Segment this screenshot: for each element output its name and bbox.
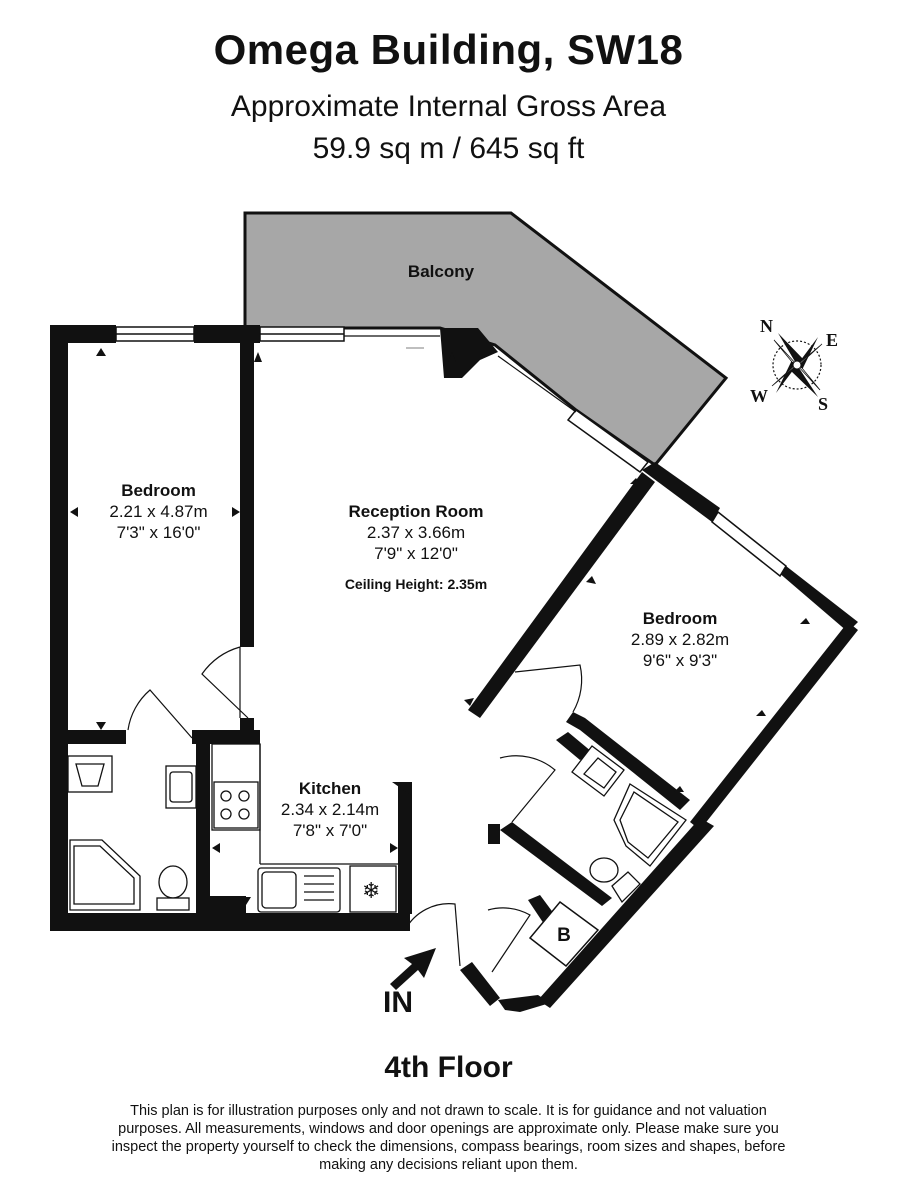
compass-w: W: [750, 386, 768, 406]
bedroom1-metric: 2.21 x 4.87m: [109, 502, 208, 521]
reception-metric: 2.37 x 3.66m: [366, 523, 466, 542]
compass-e: E: [826, 330, 838, 350]
bedroom1-imperial: 7'3" x 16'0": [116, 523, 201, 542]
kitchen-name: Kitchen: [298, 779, 362, 798]
freezer-icon: ❄: [362, 879, 380, 904]
boiler-cupboard: [528, 900, 600, 968]
bathroom1-fixtures: [67, 755, 197, 911]
bedroom2-name: Bedroom: [642, 609, 718, 628]
reception-ceiling: Ceiling Height: 2.35m: [344, 576, 488, 592]
kitchen-label: Kitchen 2.34 x 2.14m 7'8" x 7'0": [262, 778, 398, 841]
entrance-label: IN: [383, 986, 413, 1019]
bathroom2-fixtures: [571, 745, 687, 904]
dimension-markers: [70, 348, 810, 905]
reception-imperial: 7'9" x 12'0": [374, 544, 458, 563]
kitchen-metric: 2.34 x 2.14m: [280, 800, 380, 819]
walls: [50, 325, 858, 1012]
bedroom1-label: Bedroom 2.21 x 4.87m 7'3" x 16'0": [80, 480, 237, 543]
area-value: 59.9 sq m / 645 sq ft: [312, 132, 585, 165]
entrance-arrow-icon: [390, 948, 436, 990]
bedroom2-imperial: 9'6" x 9'3": [642, 651, 718, 670]
bedroom1-name: Bedroom: [121, 481, 196, 500]
floor-label: 4th Floor: [384, 1051, 513, 1084]
door-swings: [127, 646, 583, 973]
disclaimer-text: This plan is for illustration purposes o…: [111, 1103, 786, 1173]
compass-rose-icon: [771, 333, 823, 397]
kitchen-imperial: 7'8" x 7'0": [292, 821, 368, 840]
compass-s: S: [818, 394, 828, 414]
plan-title: Omega Building, SW18: [213, 26, 684, 73]
reception-name: Reception Room: [348, 502, 484, 521]
kitchen-fixtures: [211, 743, 398, 913]
balcony-sliding-door: [344, 335, 577, 413]
windows: [115, 326, 787, 578]
area-subtitle: Approximate Internal Gross Area: [230, 90, 667, 123]
bedroom2-label: Bedroom 2.89 x 2.82m 9'6" x 9'3": [600, 608, 760, 671]
boiler-label: B: [557, 925, 571, 946]
balcony-label: Balcony: [408, 262, 475, 281]
reception-label: Reception Room 2.37 x 3.66m 7'9" x 12'0"…: [316, 501, 516, 595]
compass-n: N: [760, 316, 773, 336]
bedroom2-metric: 2.89 x 2.82m: [630, 630, 730, 649]
